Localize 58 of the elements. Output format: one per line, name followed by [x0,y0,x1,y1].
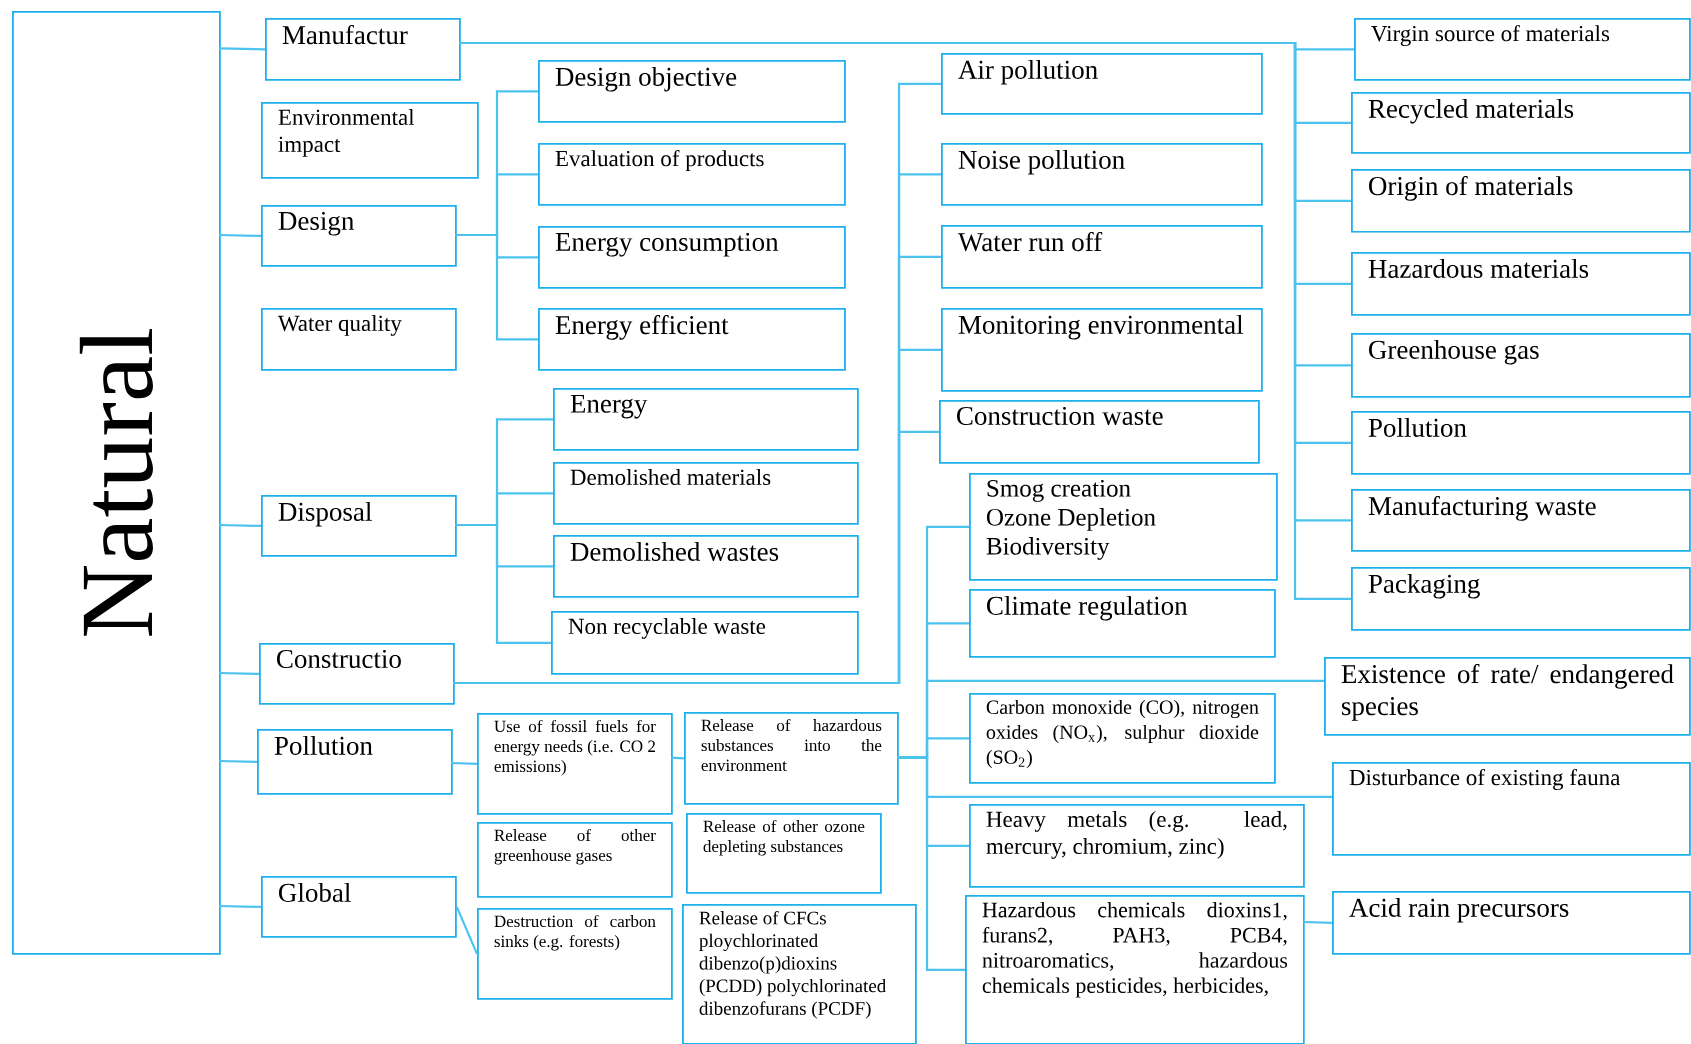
category-box: Pollution [1351,411,1691,475]
category-box: Climate regulation [969,589,1276,658]
connector-line [455,523,551,644]
vertical-title-box: Natural [12,11,221,955]
category-box: Design objective [538,60,846,123]
category-box: Release of hazardous substances into the environment [684,712,899,805]
category-box: Energy [553,388,859,451]
connector-line [1303,920,1333,924]
category-box: Construction waste [939,400,1260,464]
category-box: Use of fossil fuels for energy needs (i.e. CO 2 emissions) [477,713,673,815]
category-box: Global [261,876,457,938]
category-box: Virgin source of materials [1354,18,1691,81]
category-box: Existence of rate/ endangered species [1324,657,1691,736]
category-box: Environmental impact [261,102,479,179]
connector-line [219,523,262,527]
category-box: Acid rain precursors [1332,891,1691,955]
category-box: Manufacturing waste [1351,489,1691,552]
category-box: Recycled materials [1351,92,1691,154]
category-box: Evaluation of products [538,143,846,206]
category-box: Manufactur [265,18,461,81]
category-box: Destruction of carbon sinks (e.g. forests) [477,908,673,1000]
category-box: Constructio [259,643,455,705]
category-box: Air pollution [941,53,1263,115]
category-box: Disposal [261,495,457,557]
category-box: Release of CFCs ploychlorinated dibenzo(p)dioxins (PCDD) polychlorinated dibenzofurans (PCDF) [682,904,917,1044]
category-box: Design [261,205,457,267]
category-box: Water run off [941,225,1263,289]
connector-line [455,233,538,341]
connector-line [453,430,939,685]
category-box: Hazardous chemicals dioxins1, furans2, PAH3, PCB4, nitroaromatics, hazardous chemicals pesticides, herbicides, [965,895,1305,1044]
connector-line [897,756,965,971]
connector-line [219,671,260,675]
category-box: Hazardous materials [1351,252,1691,316]
category-box: Carbon monoxide (CO), nitrogen oxides (NO$_{x}$), sulphur dioxide (SO$_{2}$) [969,693,1276,784]
category-box: Monitoring environmental [941,308,1263,392]
connector-line [670,756,685,760]
category-box: Release of other greenhouse gases [477,822,673,898]
connector-line [455,906,479,955]
category-box: Origin of materials [1351,169,1691,233]
category-box: Energy consumption [538,226,846,289]
category-box: Pollution [257,729,453,795]
connector-line [219,47,266,51]
connector-line [219,233,262,237]
category-box: Demolished materials [553,462,859,525]
category-box: Energy efficient [538,308,846,371]
category-box: Greenhouse gas [1351,333,1691,398]
category-box: Disturbance of existing fauna [1332,762,1691,856]
category-box: Smog creation Ozone Depletion Biodiversity [969,473,1278,581]
category-box: Non recyclable waste [551,611,859,675]
category-box: Packaging [1351,567,1691,631]
connector-line [450,761,478,765]
category-box: Water quality [261,308,457,371]
category-box: Noise pollution [941,143,1263,206]
category-box: Demolished wastes [553,535,859,598]
connector-line [219,759,258,763]
connector-line [219,904,262,908]
category-box: Heavy metals (e.g. lead, mercury, chromium, zinc) [969,804,1305,888]
category-box: Release of other ozone depleting substances [686,813,882,894]
